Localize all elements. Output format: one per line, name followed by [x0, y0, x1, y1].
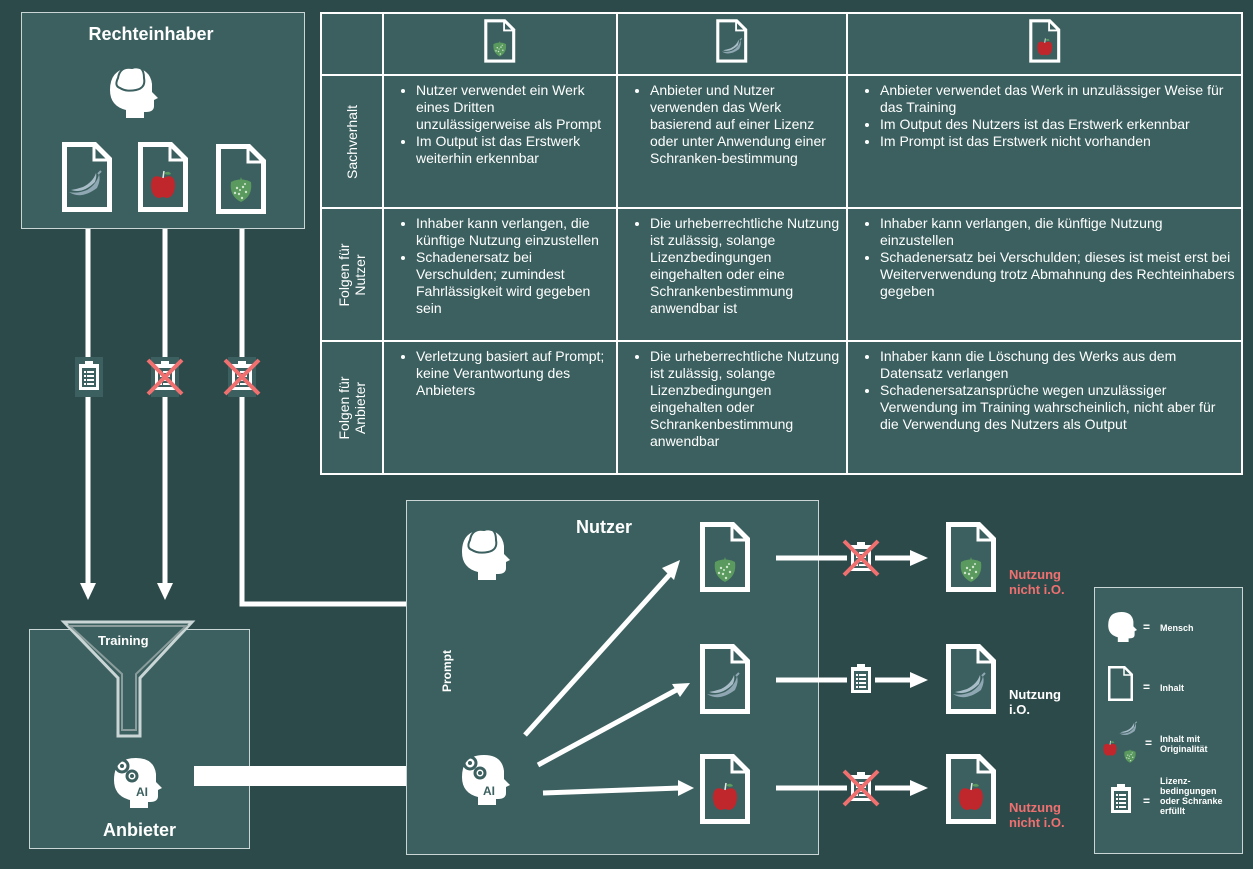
legend-label-inhalt: Inhalt [1160, 683, 1184, 693]
training-to-user-arrow [194, 752, 444, 800]
status-line: i.O. [1009, 702, 1030, 717]
cell-bullet: Anbieter und Nutzer verwenden das Werk b… [650, 82, 840, 167]
human-head-icon [462, 528, 510, 580]
provider-title: Anbieter [102, 820, 176, 840]
legend-label-mensch: Mensch [1160, 623, 1194, 633]
legend-eq: = [1143, 794, 1151, 808]
cell-bullet: Die urheberrechtliche Nutzung ist zuläss… [650, 348, 840, 450]
table-cell: Nutzer verwendet ein Werk eines Dritten … [382, 74, 618, 209]
status-line: nicht i.O. [1009, 582, 1065, 597]
table-cell: Anbieter und Nutzer verwenden das Werk b… [616, 74, 848, 209]
clipboard-denied-icon [223, 357, 261, 397]
cell-bullet: Nutzer verwendet ein Werk eines Dritten … [416, 82, 610, 133]
status-label-apple: Nutzung nicht i.O. [1009, 800, 1065, 830]
table-cell: Die urheberrechtliche Nutzung ist zuläss… [616, 207, 848, 342]
table-cell: Inhaber kann die Löschung des Werks aus … [846, 340, 1243, 475]
clipboard-denied-icon [842, 538, 880, 578]
provider-ai-label: AI [136, 785, 148, 799]
status-line: nicht i.O. [1009, 815, 1065, 830]
table-cell: Die urheberrechtliche Nutzung ist zuläss… [616, 340, 848, 475]
status-label-banana: Nutzung i.O. [1009, 687, 1061, 717]
legend-label-lizenz: Lizenz-bedingungen oder Schranke erfüllt [1160, 776, 1223, 816]
legend-eq: = [1145, 736, 1153, 750]
human-head-icon [110, 66, 158, 118]
cell-bullet: Inhaber kann verlangen, die künftige Nut… [880, 215, 1235, 249]
document-banana-icon [944, 642, 998, 716]
document-strawberry-icon [944, 520, 998, 594]
cell-bullet: Schadenersatz bei Verschulden; zumindest… [416, 249, 610, 317]
cell-bullet: Im Output ist das Erstwerk weiterhin erk… [416, 133, 610, 167]
rights-holder-title: Rechteinhaber [88, 24, 214, 44]
cell-bullet: Inhaber kann verlangen, die künftige Nut… [416, 215, 610, 249]
user-ai-label: AI [483, 784, 495, 798]
cell-bullet: Verletzung basiert auf Prompt; keine Ver… [416, 348, 610, 399]
status-line: Nutzung [1009, 687, 1061, 702]
cell-bullet: Die urheberrechtliche Nutzung ist zuläss… [650, 215, 840, 317]
funnel-icon [60, 620, 196, 738]
cell-bullet: Schadenersatz bei Verschulden; dieses is… [880, 249, 1235, 300]
cell-bullet: Anbieter verwendet das Werk in unzulässi… [880, 82, 1235, 116]
cell-bullet: Im Output des Nutzers ist das Erstwerk e… [880, 116, 1235, 133]
header-banana [616, 12, 848, 76]
cell-bullet: Schadenersatzansprüche wegen unzulässige… [880, 382, 1235, 433]
status-line: Nutzung [1009, 800, 1061, 815]
cell-bullet: Inhaber kann die Löschung des Werks aus … [880, 348, 1235, 382]
document-apple-icon [698, 752, 752, 826]
legal-consequences-table: Sachverhalt Nutzer verwendet ein Werk ei… [320, 12, 1243, 475]
table-cell: Inhaber kann verlangen, die künftige Nut… [846, 207, 1243, 342]
clipboard-denied-icon [146, 357, 184, 397]
user-title: Nutzer [575, 517, 632, 537]
table-corner [320, 12, 384, 76]
funnel-label: Training [98, 633, 149, 648]
cell-bullet: Im Prompt ist das Erstwerk nicht vorhand… [880, 133, 1235, 150]
row-label-folgen-anbieter: Folgen für Anbieter [320, 340, 384, 475]
legend-eq: = [1143, 680, 1151, 694]
header-strawberry [382, 12, 618, 76]
fruits-icon [1102, 721, 1138, 763]
document-apple-icon [944, 752, 998, 826]
table-cell: Inhaber kann verlangen, die künftige Nut… [382, 207, 618, 342]
clipboard-icon [1111, 784, 1131, 813]
table-cell: Anbieter verwendet das Werk in unzulässi… [846, 74, 1243, 209]
status-label-strawberry: Nutzung nicht i.O. [1009, 567, 1065, 597]
document-icon [1107, 665, 1134, 702]
legend-label-originalitaet: Inhalt mit Originalität [1160, 734, 1208, 754]
document-strawberry-icon [698, 520, 752, 594]
row-label-sachverhalt: Sachverhalt [320, 74, 384, 209]
clipboard-icon [75, 357, 103, 397]
table-cell: Verletzung basiert auf Prompt; keine Ver… [382, 340, 618, 475]
document-banana-icon [698, 642, 752, 716]
row-label-folgen-nutzer: Folgen für Nutzer [320, 207, 384, 342]
header-apple [846, 12, 1243, 76]
status-line: Nutzung [1009, 567, 1061, 582]
legend-eq: = [1143, 620, 1151, 634]
clipboard-denied-icon [842, 768, 880, 808]
clipboard-icon [847, 660, 875, 700]
